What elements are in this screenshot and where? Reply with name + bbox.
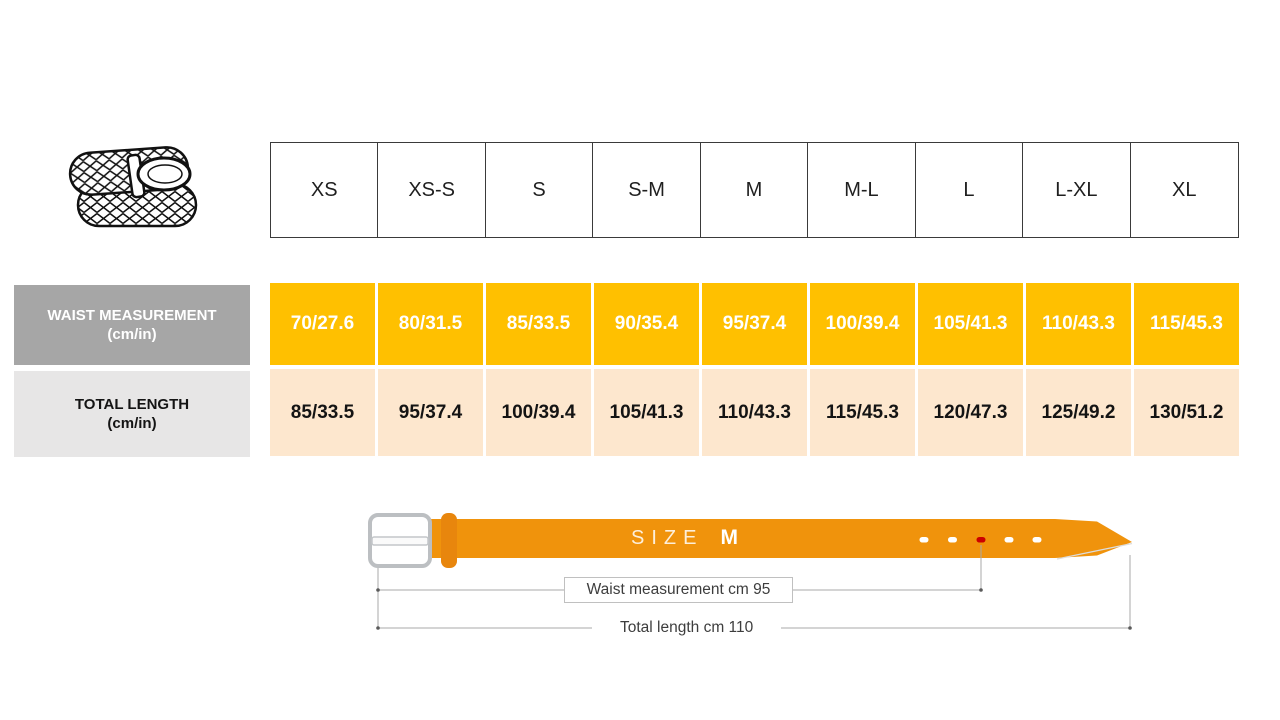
size-header-cell: L (916, 143, 1024, 237)
size-values-grid: 70/27.6 80/31.5 85/33.5 90/35.4 95/37.4 … (270, 283, 1239, 456)
belt-hole-selected (976, 537, 986, 543)
belt-loop (441, 513, 457, 568)
waist-measurement-label: WAIST MEASUREMENT (cm/in) (14, 285, 250, 365)
belt-buckle-inner (147, 164, 183, 184)
length-value-cell: 130/51.2 (1134, 369, 1239, 456)
size-header-cell: XL (1172, 178, 1197, 201)
size-header-cell: S (486, 143, 594, 237)
size-header-cell: M-L (808, 143, 916, 237)
waist-measurement-caption: Waist measurement cm 95 (564, 577, 793, 603)
total-length-label: TOTAL LENGTH (cm/in) (14, 371, 250, 457)
size-header-row: XS XS-S S S-M M M-L L L-XL XL (270, 142, 1239, 238)
belt-hole (1032, 537, 1042, 543)
waist-label-line1: WAIST MEASUREMENT (47, 307, 217, 324)
length-value-cell: 110/43.3 (702, 369, 807, 456)
length-value-cell: 125/49.2 (1026, 369, 1131, 456)
size-header-cell: XS (271, 143, 379, 237)
waist-value-cell: 80/31.5 (378, 283, 483, 365)
length-value-cell: 95/37.4 (378, 369, 483, 456)
length-value-cell: 100/39.4 (486, 369, 591, 456)
size-header-cell: M (701, 143, 809, 237)
total-length-caption: Total length cm 110 (592, 617, 782, 639)
waist-value-cell: 85/33.5 (486, 283, 591, 365)
waist-value-cell: 115/45.3 (1134, 283, 1239, 365)
belt-strap (430, 519, 1132, 558)
size-header-cell: L-XL (1023, 143, 1131, 237)
waist-value-cell: 105/41.3 (918, 283, 1023, 365)
length-label-line2: (cm/in) (107, 415, 157, 432)
waist-value-cell: 110/43.3 (1026, 283, 1131, 365)
braided-belt-image (58, 136, 208, 241)
length-value-cell: 85/33.5 (270, 369, 375, 456)
belt-measurement-diagram: SIZE M Waist measurement cm 95 Total len… (355, 505, 1145, 650)
waist-value-cell: 95/37.4 (702, 283, 807, 365)
waist-value-cell: 100/39.4 (810, 283, 915, 365)
length-value-cell: 120/47.3 (918, 369, 1023, 456)
size-value: M (720, 526, 738, 549)
braided-belt-illustration (68, 146, 198, 228)
belt-tip-shadow (1056, 542, 1133, 560)
waist-value-cell: 70/27.6 (270, 283, 375, 365)
size-header-cell: XS-S (378, 143, 486, 237)
size-word: SIZE (631, 527, 704, 549)
size-header-cell: S-M (593, 143, 701, 237)
waist-value-cell: 90/35.4 (594, 283, 699, 365)
waist-label-line2: (cm/in) (107, 326, 157, 343)
belt-hole (1004, 537, 1014, 543)
belt-diagram-graphic (368, 513, 1133, 630)
length-value-cell: 115/45.3 (810, 369, 915, 456)
length-label-line1: TOTAL LENGTH (74, 396, 190, 413)
belt-hole (948, 537, 957, 543)
buckle-prong (371, 536, 429, 546)
length-value-cell: 105/41.3 (594, 369, 699, 456)
belt-size-text: SIZE M (631, 526, 738, 550)
dimension-end-markers (376, 588, 1132, 630)
belt-hole (919, 537, 929, 543)
